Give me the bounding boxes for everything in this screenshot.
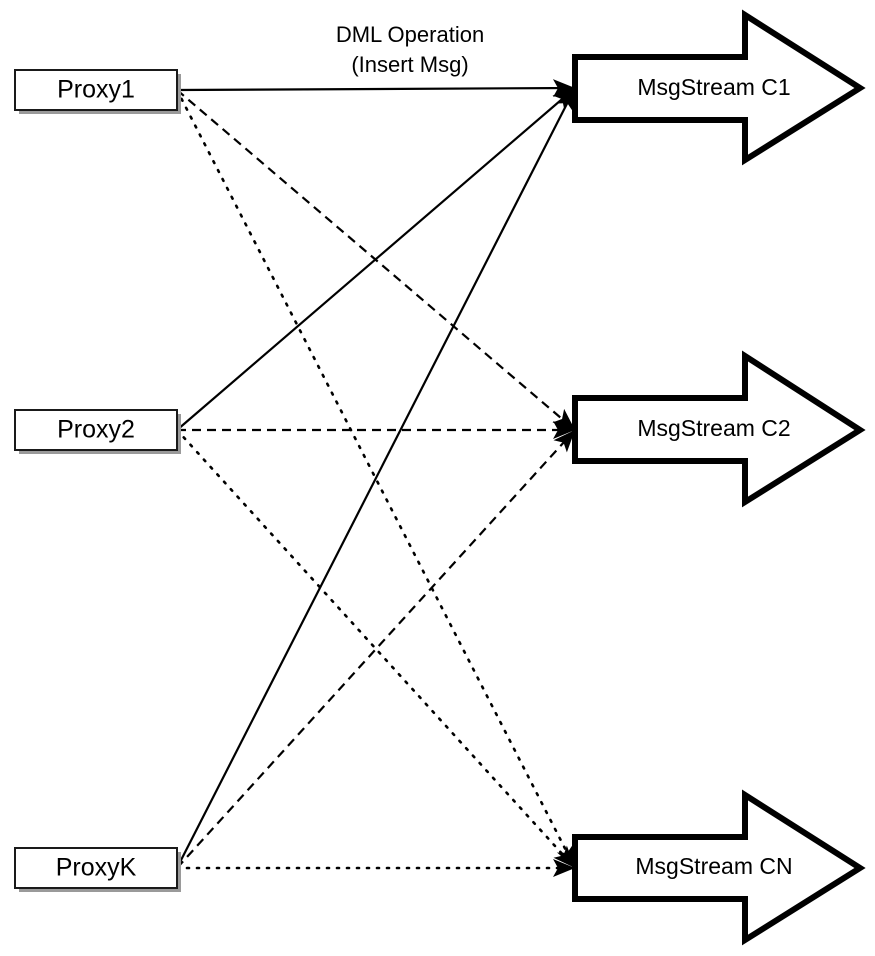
arrowhead-proxyk-to-c2 bbox=[553, 430, 575, 453]
dml-operation-label-line2: (Insert Msg) bbox=[351, 52, 468, 77]
proxy-box-proxy2 bbox=[14, 409, 178, 451]
arrowhead-proxy1-to-c1 bbox=[552, 79, 575, 98]
msgstream-node-c1[interactable]: MsgStream C1 bbox=[572, 9, 866, 166]
connection-links-group bbox=[175, 86, 577, 870]
proxy-box-proxy1 bbox=[14, 69, 178, 111]
proxy-label-proxy2: Proxy2 bbox=[57, 416, 135, 444]
arrowhead-markers-group bbox=[552, 79, 575, 877]
msgstream-node-c2[interactable]: MsgStream C2 bbox=[572, 350, 866, 508]
proxy-node-proxyk[interactable]: ProxyK bbox=[14, 847, 181, 892]
edge-annotation-group: DML Operation (Insert Msg) bbox=[336, 22, 484, 77]
proxy-box-proxyk bbox=[14, 847, 178, 889]
msgstream-arrow-shape-c2 bbox=[572, 350, 866, 508]
proxy-label-proxy1: Proxy1 bbox=[57, 76, 135, 104]
link-proxyk-to-c1 bbox=[176, 87, 576, 869]
msgstream-node-cn[interactable]: MsgStream CN bbox=[572, 789, 866, 946]
msgstream-label-cn: MsgStream CN bbox=[635, 853, 792, 879]
msgstream-arrow-shape-c1 bbox=[572, 9, 866, 166]
arrowhead-proxyk-to-cn bbox=[553, 859, 575, 877]
msgstream-label-c2: MsgStream C2 bbox=[637, 415, 790, 441]
msgstream-arrow-shape-cn bbox=[572, 789, 866, 946]
proxy-label-proxyk: ProxyK bbox=[56, 854, 137, 882]
arrowhead-proxy1-to-c2 bbox=[552, 408, 575, 430]
arrowhead-proxy2-to-cn bbox=[553, 845, 575, 868]
proxy-node-proxy1[interactable]: Proxy1 bbox=[14, 69, 181, 114]
link-proxy2-to-cn bbox=[175, 428, 577, 870]
msgstream-nodes-group: MsgStream C1 MsgStream C2 MsgStream CN bbox=[572, 9, 866, 946]
dml-operation-label-line1: DML Operation bbox=[336, 22, 484, 47]
msgstream-label-c1: MsgStream C1 bbox=[637, 74, 790, 100]
proxy-node-proxy2[interactable]: Proxy2 bbox=[14, 409, 181, 454]
link-proxy2-to-c1 bbox=[176, 87, 576, 431]
arrowhead-proxyk-to-c1 bbox=[556, 88, 575, 112]
link-proxyk-to-c2 bbox=[176, 429, 576, 869]
link-proxy1-to-c1 bbox=[176, 86, 576, 92]
arrowhead-proxy2-to-c2 bbox=[553, 421, 575, 439]
